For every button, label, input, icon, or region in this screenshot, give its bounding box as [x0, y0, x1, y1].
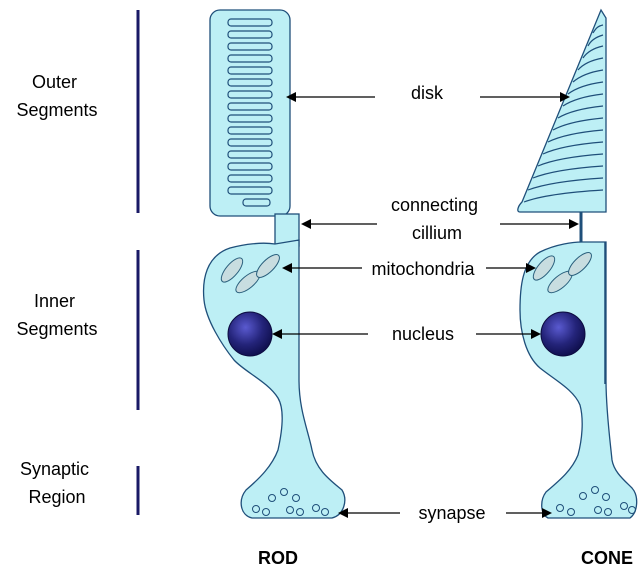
outer-segments-label: Outer Segments	[16, 72, 97, 120]
rod-nucleus	[228, 312, 272, 356]
cone-cell	[518, 10, 637, 518]
synapse-label: synapse	[418, 503, 485, 523]
rod-caption: ROD	[258, 548, 298, 568]
arrowhead	[569, 219, 579, 229]
synaptic-region-label: Synaptic Region	[20, 459, 94, 507]
cone-inner-body	[520, 242, 637, 518]
connecting-cilium-label: connecting cillium	[391, 195, 483, 243]
cone-nucleus	[541, 312, 585, 356]
rod-outer-segment	[210, 10, 290, 216]
mitochondria-label: mitochondria	[371, 259, 475, 279]
cone-caption: CONE	[581, 548, 633, 568]
disk-label: disk	[411, 83, 444, 103]
inner-segments-label: Inner Segments	[16, 291, 97, 339]
arrowhead	[301, 219, 311, 229]
nucleus-label: nucleus	[392, 324, 454, 344]
rod-cell	[204, 10, 345, 518]
